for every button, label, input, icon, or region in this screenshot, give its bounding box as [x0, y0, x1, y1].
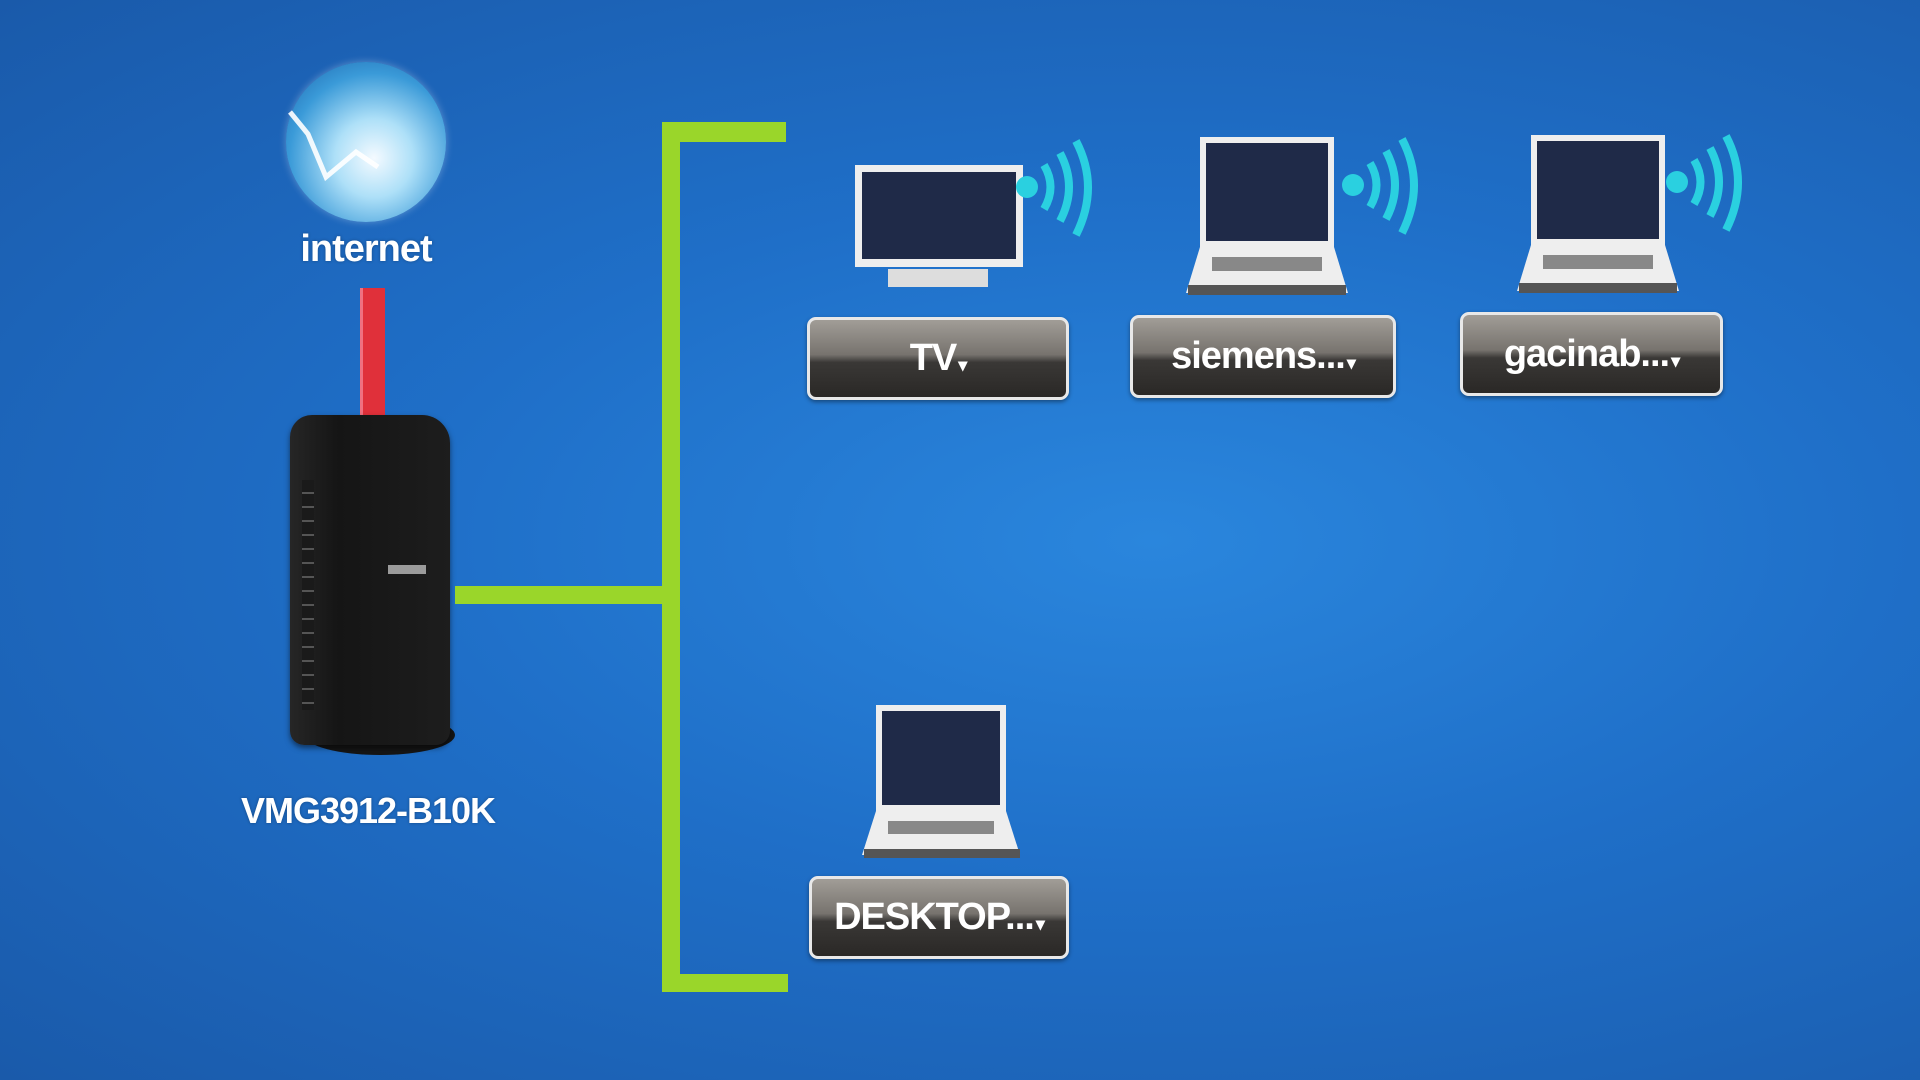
device-button-gacinab[interactable]: gacinab...▾ — [1460, 312, 1723, 396]
wifi-icon — [1342, 137, 1418, 235]
laptop-icon — [1186, 137, 1348, 295]
dropdown-caret-icon: ▾ — [1035, 914, 1045, 934]
bus-vertical-line — [662, 122, 680, 992]
device-name: gacinab... — [1503, 332, 1670, 375]
internet-globe-icon[interactable] — [286, 62, 446, 222]
dropdown-caret-icon: ▾ — [1671, 350, 1680, 371]
device-name: TV — [909, 337, 958, 379]
device-name: siemens... — [1171, 335, 1346, 377]
wifi-icon — [1666, 134, 1742, 232]
router-link-line — [455, 586, 670, 604]
tv-icon — [855, 165, 1023, 287]
internet-label: internet — [300, 228, 432, 270]
router-leds — [302, 480, 314, 710]
laptop-icon — [862, 705, 1020, 858]
device-button-desktop[interactable]: DESKTOP...▾ — [809, 876, 1069, 959]
router-body — [290, 415, 450, 745]
dropdown-caret-icon: ▾ — [1346, 353, 1356, 373]
bus-bottom-line — [662, 974, 788, 992]
globe-link-icon — [288, 110, 380, 182]
laptop-icon — [1517, 135, 1679, 293]
router-device[interactable] — [290, 415, 455, 760]
wifi-icon — [1016, 139, 1092, 237]
device-name: DESKTOP... — [834, 896, 1035, 938]
router-logo — [388, 565, 426, 574]
device-button-tv[interactable]: TV▾ — [807, 317, 1069, 400]
bus-top-line — [662, 122, 786, 142]
dropdown-caret-icon: ▾ — [958, 355, 967, 375]
router-model-label: VMG3912-B10K — [240, 790, 496, 831]
wan-link-line — [360, 288, 385, 418]
device-button-siemens[interactable]: siemens...▾ — [1130, 315, 1396, 398]
